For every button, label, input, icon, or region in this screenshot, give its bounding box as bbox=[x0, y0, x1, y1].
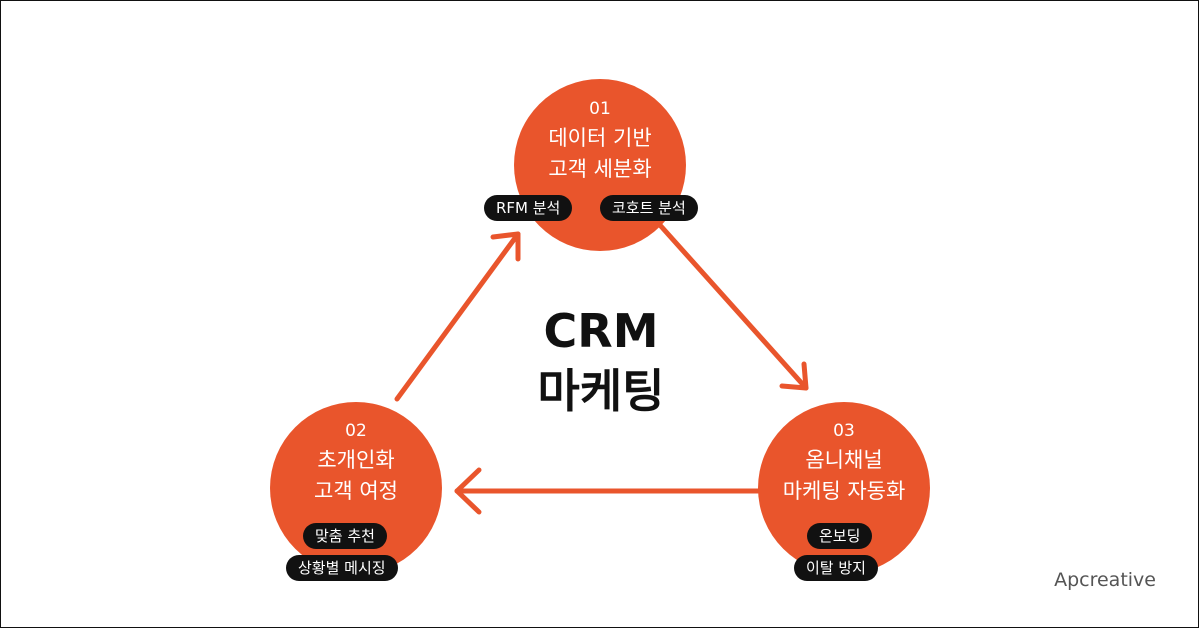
arrow-head-03-to-02 bbox=[454, 467, 482, 515]
step-title-line2: 마케팅 자동화 bbox=[782, 479, 906, 503]
tag-onboarding: 온보딩 bbox=[807, 523, 873, 549]
center-title-line2: 마케팅 bbox=[537, 364, 665, 418]
center-title-line1: CRM bbox=[543, 304, 659, 358]
tag-personalized-recommendation: 맞춤 추천 bbox=[303, 523, 387, 549]
step-title-line1: 데이터 기반 bbox=[548, 126, 652, 150]
tag-rfm-analysis: RFM 분석 bbox=[484, 195, 573, 221]
tag-contextual-messaging: 상황별 메시징 bbox=[286, 555, 398, 581]
step-number: 02 bbox=[345, 421, 367, 441]
step-title-line1: 옴니채널 bbox=[805, 448, 883, 472]
step-title-line1: 초개인화 bbox=[317, 448, 395, 472]
arrow-01-to-03 bbox=[656, 221, 809, 391]
step-title-line2: 고객 여정 bbox=[314, 479, 398, 503]
tag-cohort-analysis: 코호트 분석 bbox=[600, 195, 698, 221]
step-number: 01 bbox=[589, 99, 611, 119]
arrow-group bbox=[394, 221, 809, 515]
tag-churn-prevention: 이탈 방지 bbox=[794, 555, 878, 581]
arrow-head-01-to-03 bbox=[779, 361, 809, 391]
step-title-line2: 고객 세분화 bbox=[548, 157, 652, 181]
arrow-head-02-to-01 bbox=[490, 231, 521, 262]
step-01-circle: 01 데이터 기반 고객 세분화 bbox=[514, 79, 686, 251]
brand-logo-text: Apcreative bbox=[1054, 569, 1156, 591]
center-title: CRM 마케팅 bbox=[501, 301, 701, 421]
step-number: 03 bbox=[833, 421, 855, 441]
arrow-02-to-01 bbox=[394, 231, 521, 402]
step-03-circle: 03 옴니채널 마케팅 자동화 bbox=[758, 402, 930, 574]
